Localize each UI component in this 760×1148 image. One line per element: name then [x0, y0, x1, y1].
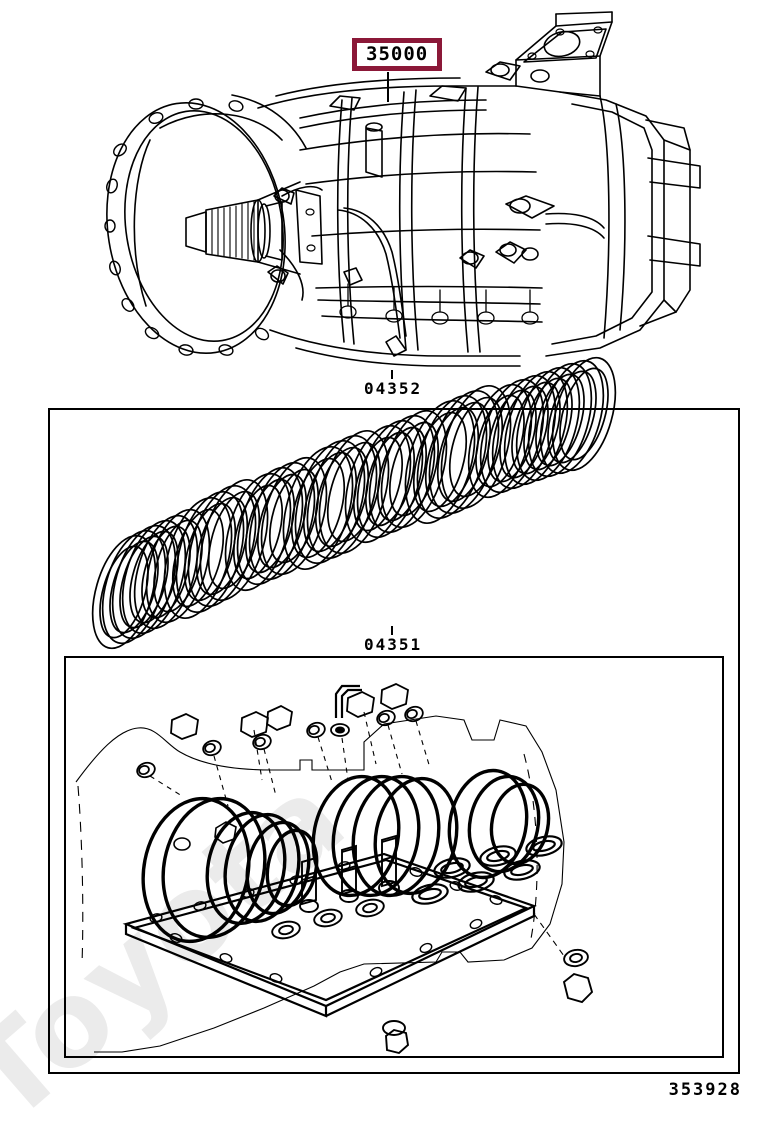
seal-ring-stack-drawing [48, 356, 740, 658]
transmission-assembly-drawing [0, 0, 760, 400]
figure-id-label: 353928 [668, 1080, 742, 1100]
part-number-04351-leader-line [391, 626, 393, 635]
panel-inner-border [64, 656, 724, 1058]
gasket-kit-drawing [64, 656, 724, 1058]
callout-35000[interactable]: 35000 [352, 38, 443, 71]
part-number-04351[interactable]: 04351 [364, 635, 423, 654]
part-number-04352[interactable]: 04352 [364, 379, 423, 398]
callout-35000-leader-line [387, 72, 389, 102]
part-number-04352-leader-line [391, 370, 393, 379]
panel-outer-border [48, 408, 740, 1074]
